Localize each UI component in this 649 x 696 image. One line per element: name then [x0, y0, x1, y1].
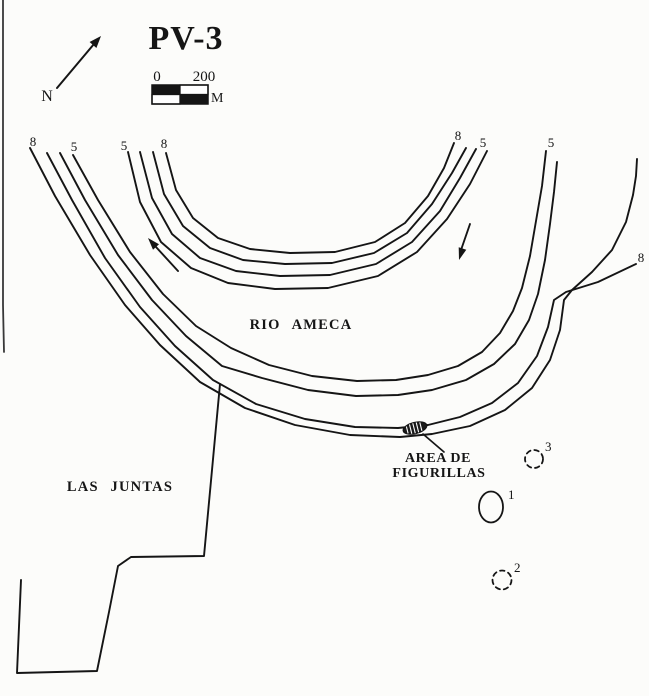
contour-line — [46, 152, 637, 429]
north-arrow-icon — [56, 36, 101, 89]
contour-line — [165, 142, 455, 254]
contour-label: 8 — [455, 128, 462, 143]
contour-line — [152, 147, 467, 265]
contour-label: 5 — [480, 135, 487, 150]
contour-line — [29, 147, 638, 438]
contour-line — [127, 150, 488, 290]
contour-label: 8 — [638, 250, 645, 265]
feature-number-label: 3 — [545, 439, 552, 454]
figurine-area-label-line1: AREA DE — [405, 451, 471, 466]
feature-marker-2 — [491, 569, 513, 591]
settlement-label: LAS JUNTAS — [67, 479, 173, 495]
contour-line — [72, 150, 547, 382]
settlement-boundary-line — [16, 383, 221, 674]
outer-bank-contours — [29, 147, 638, 438]
scale-bar — [151, 84, 209, 105]
scale-end-label: 200 — [193, 69, 216, 85]
feature-number-label: 1 — [508, 487, 515, 502]
feature-marker-3 — [524, 449, 544, 469]
figurine-area-label-line2: FIGURILLAS — [392, 466, 485, 481]
figurine-area-leader-line — [422, 433, 445, 453]
map-title: PV-3 — [148, 20, 223, 57]
contour-line — [59, 152, 558, 397]
contour-label: 5 — [548, 135, 555, 150]
feature-marker-1 — [478, 490, 504, 524]
flow-arrow-upstream-icon — [148, 238, 179, 272]
flow-arrow-downstream-icon — [458, 223, 471, 260]
contour-label: 8 — [161, 136, 168, 151]
figurine-area-marker — [402, 421, 428, 435]
contour-label: 8 — [30, 134, 37, 149]
feature-number-label: 2 — [514, 560, 521, 575]
north-label: N — [41, 88, 53, 105]
contour-label: 5 — [71, 139, 78, 154]
scale-start-label: 0 — [153, 69, 161, 85]
scan-edge-line — [2, 0, 5, 353]
contour-line — [139, 148, 477, 277]
contour-label: 5 — [121, 138, 128, 153]
inner-bank-contours — [127, 142, 488, 290]
river-name-label: RIO AMECA — [250, 317, 353, 333]
scale-unit-label: M — [211, 91, 224, 106]
